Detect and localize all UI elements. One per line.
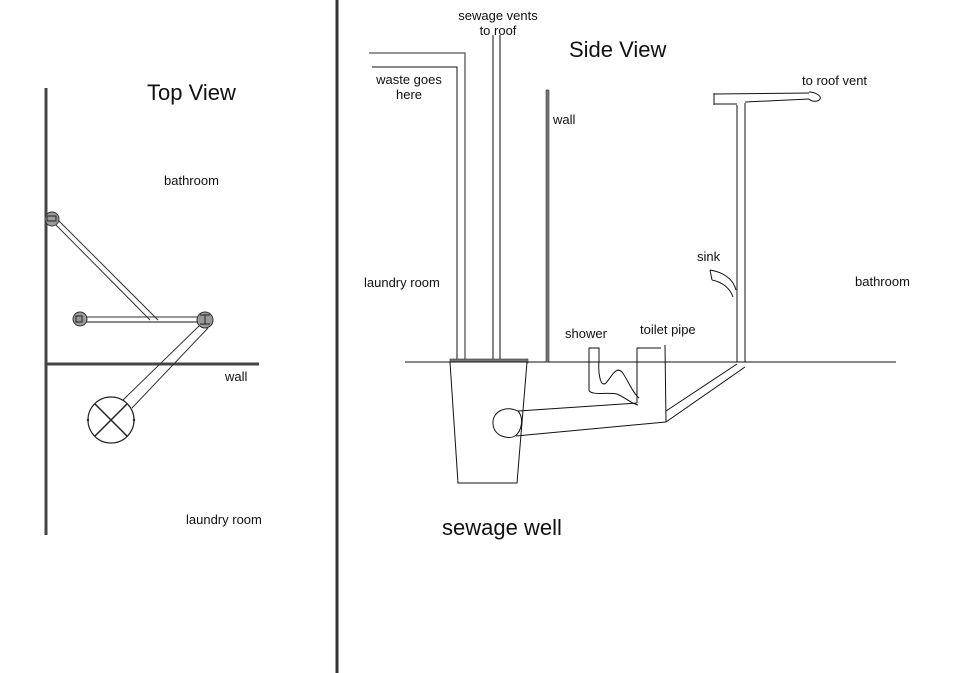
sink-drain-upper: [709, 269, 737, 291]
top-view-drawing: [44, 88, 259, 535]
drain-pipe-top: [517, 402, 638, 412]
toilet-pipe-right: [664, 344, 667, 423]
drain-pipe-opening: [492, 408, 523, 438]
side-view-title: Side View: [569, 37, 667, 62]
toilet-pipe-label: toilet pipe: [640, 322, 696, 337]
toilet-fixture-icon: [196, 311, 214, 329]
side-view-drawing: [369, 35, 896, 484]
top-view-pipe-diagonal-a: [55, 224, 151, 321]
sink-label: sink: [697, 249, 721, 264]
waste-label-line2: here: [395, 86, 423, 102]
sewage-well-label: sewage well: [442, 515, 562, 540]
sink-fixture-icon: [44, 211, 60, 227]
waste-goes-here-label: waste goes here: [369, 72, 449, 103]
sewage-vents-label: sewage vents to roof: [452, 8, 544, 39]
roof-vent-outlet-icon: [808, 91, 821, 102]
waste-label-line1: waste goes: [376, 72, 442, 87]
top-view-pipe-to-well-a: [122, 325, 200, 401]
roof-vent-bottom-right: [744, 98, 810, 103]
drain-pipe-bottom: [515, 421, 667, 437]
top-view-pipe-diagonal-b: [57, 219, 159, 321]
top-view-wall-label: wall: [225, 369, 248, 384]
sloped-pipe-a: [665, 363, 738, 412]
shower-drain-fixture-icon: [72, 311, 88, 327]
toilet-pipe: [636, 347, 661, 403]
to-roof-vent-label: to roof vent: [802, 73, 868, 88]
shower-pipe-top: [588, 347, 600, 361]
waste-pipe-inner: [372, 66, 458, 360]
sewage-vents-label-line1: sewage vents: [458, 8, 538, 23]
sink-drain-lower: [711, 279, 734, 298]
waste-pipe-outer: [369, 52, 466, 360]
top-view-laundry-room-label: laundry room: [186, 512, 262, 527]
shower-trap-outer: [588, 361, 639, 406]
roof-vent-top: [713, 92, 812, 95]
side-view-wall-label: wall: [553, 112, 576, 127]
side-view-bathroom-label: bathroom: [855, 274, 910, 289]
side-view-laundry-room-label: laundry room: [364, 275, 440, 290]
top-view-bathroom-label: bathroom: [164, 173, 219, 188]
side-view-wall: [545, 89, 550, 363]
sewage-well-icon: [86, 396, 136, 444]
sink-drain-end: [709, 269, 713, 281]
top-view-pipe-to-well-b: [131, 327, 209, 409]
shower-label: shower: [565, 326, 607, 341]
sloped-pipe-b: [665, 366, 746, 423]
sewage-vents-label-line2: to roof: [479, 22, 517, 38]
shower-trap-inner: [598, 360, 640, 399]
sewage-well-body: [449, 361, 528, 484]
top-view-title: Top View: [147, 80, 236, 105]
